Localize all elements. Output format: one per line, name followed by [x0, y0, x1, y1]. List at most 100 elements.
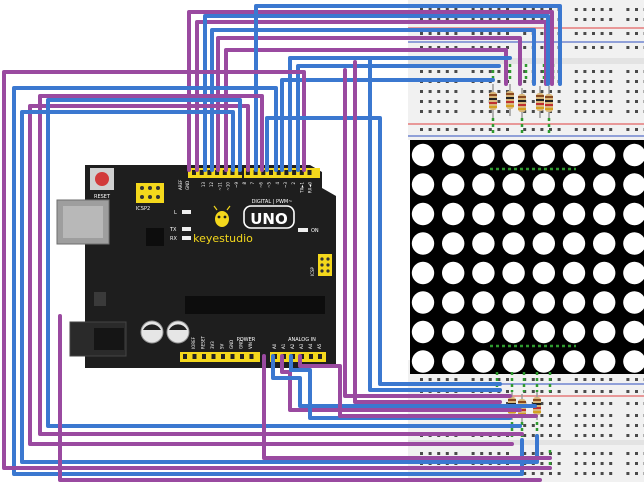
model-text: UNO	[250, 210, 288, 228]
breadboard-hole	[635, 424, 638, 427]
breadboard-hole	[557, 100, 561, 103]
breadboard-hole	[626, 110, 630, 113]
breadboard-hole	[557, 462, 561, 465]
matrix-led	[411, 261, 435, 285]
purple-wire	[58, 314, 542, 482]
breadboard-hole	[480, 32, 484, 35]
breadboard-hole	[574, 434, 578, 437]
breadboard-hole	[626, 402, 630, 405]
purple-wire	[280, 354, 522, 412]
header-pin	[230, 170, 235, 175]
resistor	[518, 94, 526, 112]
breadboard-hole	[445, 452, 449, 455]
breadboard-hole	[609, 424, 613, 427]
aref-label: AREF	[178, 179, 183, 190]
header-pin	[299, 170, 304, 175]
breadboard-hole	[635, 434, 638, 437]
breadboard-hole	[557, 414, 561, 417]
breadboard-hole	[471, 452, 475, 455]
header-pin	[192, 354, 197, 359]
matrix-led	[562, 173, 586, 196]
breadboard-hole	[600, 378, 604, 381]
header-pin	[222, 170, 227, 175]
breadboard-hole	[445, 32, 449, 35]
breadboard-hole	[523, 8, 527, 11]
breadboard-hole	[497, 70, 501, 73]
pin-label: ~5	[267, 182, 272, 188]
breadboard-hole	[488, 70, 492, 73]
breadboard-hole	[592, 414, 595, 417]
breadboard-hole	[471, 110, 475, 113]
matrix-led	[623, 261, 644, 285]
matrix-led	[562, 202, 586, 226]
breadboard-hole	[583, 378, 587, 381]
jumper-wires	[2, 4, 562, 482]
breadboard-hole	[574, 18, 578, 21]
breadboard-hole	[635, 32, 638, 35]
breadboard-hole	[420, 46, 423, 49]
keyestudio-logo-icon	[213, 205, 231, 227]
breadboard-hole	[531, 424, 535, 427]
header-pin	[276, 170, 281, 175]
breadboard-hole	[480, 100, 484, 103]
breadboard-hole	[549, 424, 552, 427]
breadboard-hole	[540, 472, 544, 475]
reset-button[interactable]	[95, 172, 109, 186]
blue-wire	[265, 116, 502, 386]
breadboard-hole	[437, 46, 441, 49]
breadboard-hole	[506, 46, 509, 49]
breadboard-hole	[583, 32, 587, 35]
breadboard-hole	[583, 46, 587, 49]
breadboard-hole	[454, 452, 458, 455]
matrix-led	[562, 143, 586, 167]
matrix-led	[472, 202, 495, 226]
breadboard-hole	[445, 110, 449, 113]
breadboard-hole	[523, 110, 527, 113]
breadboard-hole	[600, 390, 604, 393]
breadboard-hole	[592, 452, 595, 455]
breadboard-hole	[523, 70, 527, 73]
breadboard-hole	[497, 378, 501, 381]
breadboard-hole	[574, 110, 578, 113]
breadboard-hole	[635, 100, 638, 103]
breadboard-hole	[609, 90, 613, 93]
purple-wire	[28, 104, 514, 446]
purple-wire	[343, 68, 512, 398]
breadboard-hole	[592, 390, 595, 393]
led-tx	[182, 227, 191, 231]
breadboard-hole	[420, 378, 423, 381]
header-pin	[253, 170, 258, 175]
header-pin	[240, 354, 244, 359]
breadboard-hole	[437, 110, 441, 113]
pin-label: 13	[201, 182, 206, 188]
led-rx	[182, 236, 191, 240]
matrix-led	[472, 143, 495, 167]
header-pin	[202, 354, 206, 359]
header-pin	[284, 170, 289, 175]
pin-label: 5V	[220, 343, 225, 349]
breadboard-hole	[497, 100, 501, 103]
matrix-led	[532, 350, 555, 373]
breadboard-hole	[549, 434, 552, 437]
breadboard-hole	[471, 90, 475, 93]
breadboard-hole	[549, 90, 552, 93]
matrix-led	[411, 291, 435, 314]
breadboard-hole	[497, 8, 501, 11]
header-pin	[215, 170, 220, 175]
breadboard-hole	[592, 46, 595, 49]
pin-label: ~10	[226, 182, 231, 191]
breadboard-hole	[540, 46, 544, 49]
header-pin	[183, 354, 187, 359]
breadboard-hole	[600, 70, 604, 73]
matrix-led	[623, 320, 644, 344]
matrix-led	[442, 261, 465, 285]
breadboard-hole	[635, 110, 638, 113]
on-label: ON	[311, 228, 319, 234]
breadboard-hole	[557, 390, 561, 393]
breadboard-hole	[445, 8, 449, 11]
breadboard-hole	[549, 414, 552, 417]
breadboard-hole	[454, 46, 458, 49]
breadboard-hole	[600, 462, 604, 465]
breadboard-hole	[557, 452, 561, 455]
